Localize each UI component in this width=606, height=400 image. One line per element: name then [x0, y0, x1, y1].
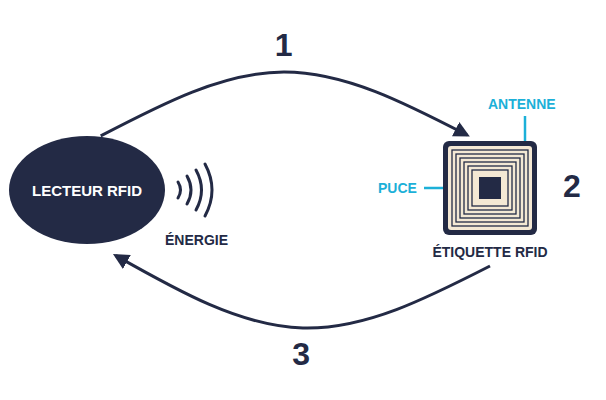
- chip: [479, 177, 501, 199]
- energy-waves: [178, 164, 212, 216]
- flow-arrow: [101, 72, 467, 136]
- node-title: LECTEUR RFID: [32, 182, 142, 199]
- tag-illustration: [442, 140, 538, 236]
- callout-number: 3: [289, 336, 313, 373]
- part-label: ANTENNE: [488, 96, 556, 112]
- callout-number: 2: [563, 168, 581, 205]
- reader-ellipse: LECTEUR RFID: [8, 135, 166, 245]
- callout-number: 1: [272, 27, 296, 64]
- node-title: ÉTIQUETTE RFID: [425, 244, 555, 260]
- rfid-tag: ÉTIQUETTE RFID: [425, 140, 555, 264]
- part-label: ÉNERGIE: [165, 232, 228, 248]
- flow-arrow: [116, 256, 490, 328]
- part-label: PUCE: [378, 180, 417, 196]
